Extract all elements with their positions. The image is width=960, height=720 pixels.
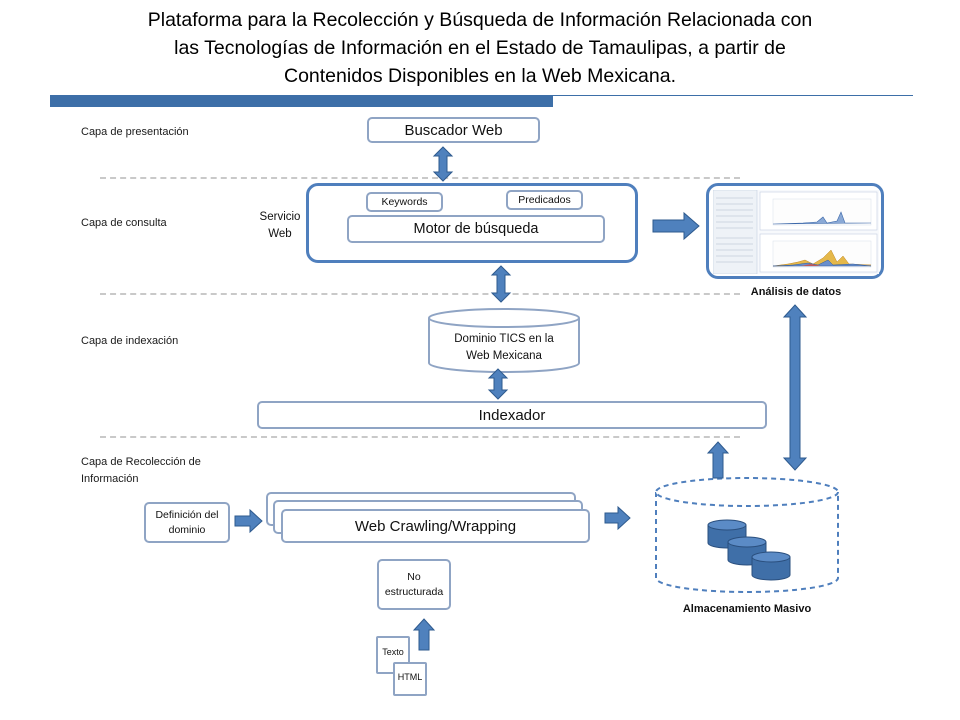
servicio-web-label: Servicio Web	[250, 209, 310, 243]
layer-label-consulta: Capa de consulta	[81, 217, 167, 229]
definicion-dominio-line-2: dominio	[168, 523, 206, 536]
arrow-analisis-almacenamiento	[782, 304, 808, 471]
indexador-label: Indexador	[478, 406, 546, 424]
servicio-web-line-2: Web	[268, 228, 292, 240]
html-document: HTML	[393, 662, 427, 696]
servicio-web-line-1: Servicio	[259, 211, 301, 223]
dashboard-thumbnail-icon	[712, 189, 879, 275]
predicados-label: Predicados	[518, 194, 571, 206]
dominio-tics-line-1: Dominio TICS en la	[454, 333, 554, 345]
no-estructurada-line-1: No	[407, 570, 421, 583]
arrow-definicion-crawling	[234, 508, 263, 534]
definicion-dominio-box: Definición del dominio	[144, 502, 230, 543]
no-estructurada-line-2: estructurada	[384, 585, 444, 598]
layer-label-presentacion: Capa de presentación	[81, 126, 189, 138]
layer-separator-1	[100, 177, 740, 179]
dominio-tics-line-2: Web Mexicana	[466, 350, 542, 362]
buscador-web-label: Buscador Web	[404, 121, 503, 139]
database-stack-icon	[707, 519, 791, 581]
dominio-tics-cylinder	[428, 308, 580, 373]
arrow-servicio-dominio	[490, 265, 512, 303]
almacenamiento-masivo-label: Almacenamiento Masivo	[682, 603, 812, 615]
title-rule-bar	[50, 95, 553, 107]
indexador-box: Indexador	[257, 401, 767, 429]
title-line-1: Plataforma para la Recolección y Búsqued…	[147, 9, 813, 31]
html-label: HTML	[397, 672, 423, 682]
arrow-crawling-almacenamiento	[604, 505, 631, 531]
dominio-tics-label: Dominio TICS en la Web Mexicana	[435, 331, 573, 365]
web-crawling-label: Web Crawling/Wrapping	[354, 517, 517, 535]
layer-label-recoleccion-line-2: Información	[81, 473, 139, 485]
layer-label-recoleccion-line-1: Capa de Recolección de	[81, 456, 201, 468]
layer-separator-2	[100, 293, 740, 295]
analisis-datos-label: Análisis de datos	[750, 286, 842, 298]
almacenamiento-masivo-cylinder	[655, 477, 839, 593]
slide-title: Plataforma para la Recolección y Búsqued…	[40, 6, 920, 90]
arrow-texto-noestructurada	[412, 618, 436, 651]
predicados-box: Predicados	[506, 190, 583, 210]
layer-label-recoleccion: Capa de Recolección de Información	[81, 454, 201, 488]
no-estructurada-box: No estructurada	[377, 559, 451, 610]
arrow-buscador-servicio	[432, 146, 454, 182]
motor-busqueda-label: Motor de búsqueda	[413, 221, 539, 237]
analisis-datos-panel	[706, 183, 884, 279]
title-line-2: las Tecnologías de Información en el Est…	[174, 37, 786, 59]
texto-label: Texto	[382, 647, 404, 657]
web-crawling-box: Web Crawling/Wrapping	[281, 509, 590, 543]
layer-label-indexacion: Capa de indexación	[81, 335, 179, 347]
definicion-dominio-line-1: Definición del	[155, 508, 219, 521]
title-rule-line	[553, 95, 913, 96]
keywords-box: Keywords	[366, 192, 443, 212]
arrow-dominio-indexador	[487, 368, 509, 400]
layer-separator-3	[100, 436, 740, 438]
arrow-almacenamiento-indexador	[706, 441, 730, 479]
keywords-label: Keywords	[381, 196, 428, 208]
buscador-web-box: Buscador Web	[367, 117, 540, 143]
title-line-3: Contenidos Disponibles en la Web Mexican…	[283, 65, 677, 87]
motor-busqueda-box: Motor de búsqueda	[347, 215, 605, 243]
arrow-servicio-analisis	[652, 211, 700, 241]
